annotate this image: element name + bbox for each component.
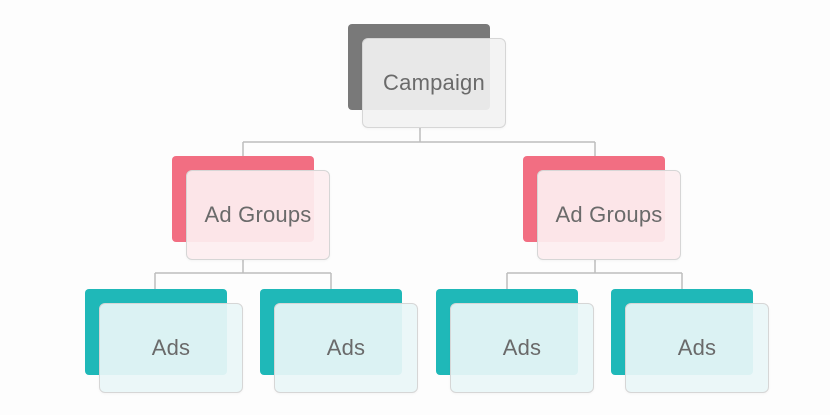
ads-node: Ads xyxy=(436,289,596,395)
ad-group-node: Ad Groups xyxy=(523,156,685,262)
ads-node: Ads xyxy=(611,289,771,395)
ad-group-label: Ad Groups xyxy=(537,170,681,260)
campaign-label: Campaign xyxy=(362,38,506,128)
ads-label: Ads xyxy=(625,303,769,393)
ads-node: Ads xyxy=(85,289,245,395)
ad-group-node: Ad Groups xyxy=(172,156,334,262)
ads-label: Ads xyxy=(274,303,418,393)
ads-label: Ads xyxy=(99,303,243,393)
ads-label: Ads xyxy=(450,303,594,393)
ad-group-label: Ad Groups xyxy=(186,170,330,260)
ads-node: Ads xyxy=(260,289,420,395)
campaign-node: Campaign xyxy=(348,24,506,128)
